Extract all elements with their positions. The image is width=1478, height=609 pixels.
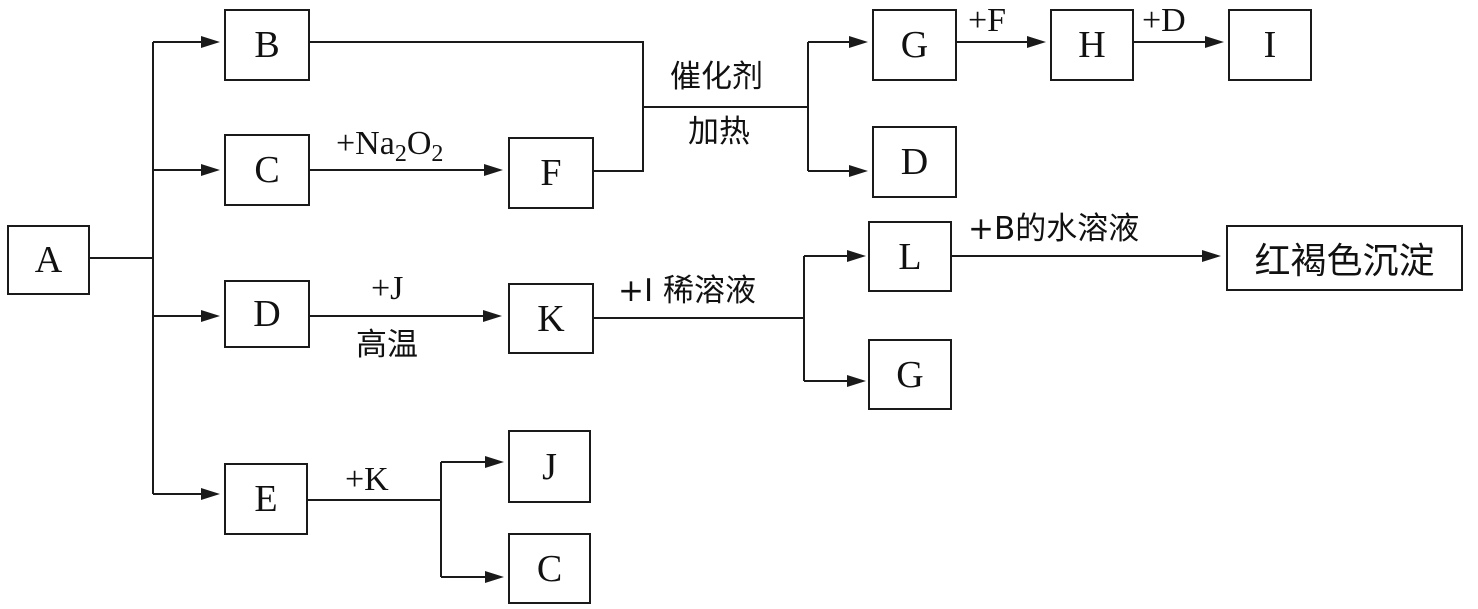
node-precipitate: 红褐色沉淀 — [1226, 225, 1463, 291]
label-plus-i-dilute: +I 稀溶液 — [618, 273, 756, 309]
connector-f-merge — [594, 107, 644, 172]
node-j: J — [508, 430, 591, 503]
arrowhead-d-left — [201, 310, 220, 322]
node-d-right: D — [872, 126, 957, 198]
label-plus-b-aqueous: +B的水溶液 — [968, 211, 1140, 247]
arrowhead-g-top — [849, 36, 868, 48]
label-plus-k: +K — [345, 461, 389, 498]
connector-b-merge — [310, 41, 644, 107]
label-na2o2-o: O — [406, 125, 432, 162]
node-g-mid: G — [868, 339, 952, 410]
node-d-left: D — [224, 280, 310, 348]
node-a: A — [7, 225, 90, 295]
label-heating: 加热 — [688, 114, 750, 150]
arrowhead-g-mid — [847, 375, 866, 387]
label-high-temp: 高温 — [356, 327, 418, 363]
arrowhead-e — [201, 488, 220, 500]
label-catalyst: 催化剂 — [670, 59, 763, 95]
label-plus-f: +F — [968, 2, 1007, 39]
label-na-prefix: +Na — [336, 125, 395, 162]
arrowhead-c-top — [201, 164, 220, 176]
arrowhead-k — [483, 310, 502, 322]
label-plus-d: +D — [1142, 2, 1186, 39]
node-b: B — [224, 9, 310, 81]
node-h: H — [1050, 9, 1134, 81]
label-plus-na2o2: +Na2O2 — [336, 125, 444, 167]
arrowhead-j — [485, 456, 504, 468]
arrowhead-l — [847, 250, 866, 262]
arrowhead-i — [1205, 36, 1224, 48]
arrowhead-h — [1027, 36, 1046, 48]
node-e: E — [224, 463, 308, 535]
node-c-bottom: C — [508, 533, 591, 604]
arrowhead-precipitate — [1202, 250, 1221, 262]
node-f: F — [508, 137, 594, 209]
node-g-top: G — [872, 9, 957, 81]
arrowhead-b — [201, 36, 220, 48]
node-i: I — [1228, 9, 1312, 81]
arrowhead-f — [484, 164, 503, 176]
label-na2o2-sub1: 2 — [394, 141, 407, 167]
node-c-top: C — [224, 134, 310, 206]
label-plus-j: +J — [371, 270, 404, 307]
arrowhead-d-right — [849, 165, 868, 177]
label-na2o2-sub2: 2 — [431, 141, 444, 167]
arrowhead-c-bottom — [485, 571, 504, 583]
node-l: L — [868, 221, 952, 292]
node-k: K — [508, 283, 594, 354]
